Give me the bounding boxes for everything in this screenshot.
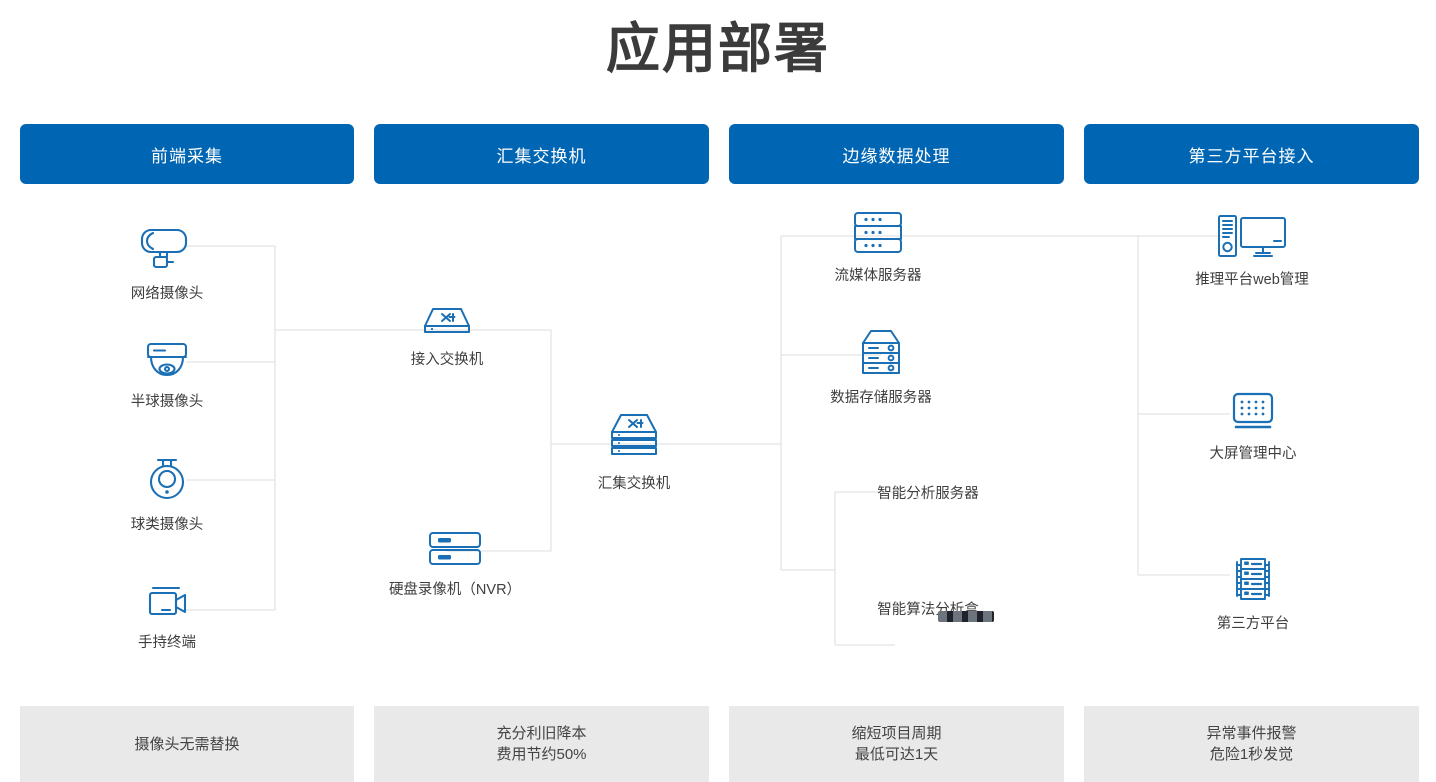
storage-server-icon xyxy=(854,328,908,378)
footer-card-edge-data-processing: 缩短项目周期 最低可达1天 xyxy=(729,706,1064,782)
server-rack-icon xyxy=(1226,556,1280,604)
wire-camera-bus xyxy=(186,245,276,611)
node-label: 智能分析服务器 xyxy=(877,486,979,502)
video-wall-icon xyxy=(1226,390,1280,434)
page-title: 应用部署 xyxy=(606,19,830,79)
column-header-frontend-capture: 前端采集 xyxy=(20,124,354,184)
node-dome-camera[interactable]: 半球摄像头 xyxy=(67,340,267,411)
column-header-third-party-access: 第三方平台接入 xyxy=(1084,124,1419,184)
desktop-pc-icon xyxy=(1216,212,1288,260)
node-intelligent-analysis-server[interactable]: 智能分析服务器 xyxy=(828,474,1028,503)
wire-access-switch-to-agg-bus xyxy=(447,329,552,552)
bullet-camera-icon xyxy=(139,222,195,274)
footer-card-frontend-capture: 摄像头无需替换 xyxy=(20,706,354,782)
node-large-screen-center[interactable]: 大屏管理中心 xyxy=(1153,390,1353,463)
footer-line: 缩短项目周期 xyxy=(851,725,942,742)
rack-server-icon xyxy=(850,210,906,256)
node-access-switch[interactable]: 接入交换机 xyxy=(347,304,547,369)
node-label: 大屏管理中心 xyxy=(1209,446,1297,462)
ptz-ball-camera-icon xyxy=(141,455,193,505)
footer-card-third-party-access: 异常事件报警 危险1秒发觉 xyxy=(1084,706,1419,782)
node-handheld-terminal[interactable]: 手持终端 xyxy=(67,583,267,652)
footer-line: 充分利旧降本 xyxy=(496,725,587,742)
stacked-switch-icon xyxy=(603,412,665,464)
footer-line: 危险1秒发觉 xyxy=(1209,746,1294,763)
node-aggregation-switch[interactable]: 汇集交换机 xyxy=(534,412,734,493)
node-label: 半球摄像头 xyxy=(130,394,204,410)
dome-camera-icon xyxy=(140,340,194,382)
node-label: 推理平台web管理 xyxy=(1195,272,1309,288)
nvr-recorder-icon xyxy=(425,528,485,570)
node-data-storage-server[interactable]: 数据存储服务器 xyxy=(781,328,981,407)
node-label: 手持终端 xyxy=(138,635,196,651)
node-label: 数据存储服务器 xyxy=(830,390,932,406)
node-inference-platform-web[interactable]: 推理平台web管理 xyxy=(1152,212,1352,289)
node-nvr[interactable]: 硬盘录像机（NVR） xyxy=(355,528,555,599)
node-network-camera[interactable]: 网络摄像头 xyxy=(67,222,267,303)
handheld-camcorder-icon xyxy=(140,583,194,623)
node-algorithm-analysis-box[interactable]: 智能算法分析盒 xyxy=(828,598,1028,627)
column-header-edge-data-processing: 边缘数据处理 xyxy=(729,124,1064,184)
footer-line: 摄像头无需替换 xyxy=(134,735,240,753)
node-label: 流媒体服务器 xyxy=(834,268,922,284)
wire-analysis-bus xyxy=(781,569,836,645)
node-label: 球类摄像头 xyxy=(130,517,204,533)
node-label: 硬盘录像机（NVR） xyxy=(388,582,522,598)
network-switch-icon xyxy=(419,304,475,340)
node-label: 第三方平台 xyxy=(1216,616,1290,632)
footer-line: 费用节约50% xyxy=(496,746,587,763)
node-label: 接入交换机 xyxy=(410,352,484,368)
column-header-aggregation-switch: 汇集交换机 xyxy=(374,124,709,184)
footer-card-aggregation-switch: 充分利旧降本 费用节约50% xyxy=(374,706,709,782)
node-label: 网络摄像头 xyxy=(130,286,204,302)
node-label: 汇集交换机 xyxy=(597,476,671,492)
node-third-party-platform[interactable]: 第三方平台 xyxy=(1153,556,1353,633)
node-ball-camera[interactable]: 球类摄像头 xyxy=(67,455,267,534)
footer-line: 最低可达1天 xyxy=(854,746,939,763)
footer-line: 异常事件报警 xyxy=(1206,725,1297,742)
node-streaming-server[interactable]: 流媒体服务器 xyxy=(778,210,978,285)
